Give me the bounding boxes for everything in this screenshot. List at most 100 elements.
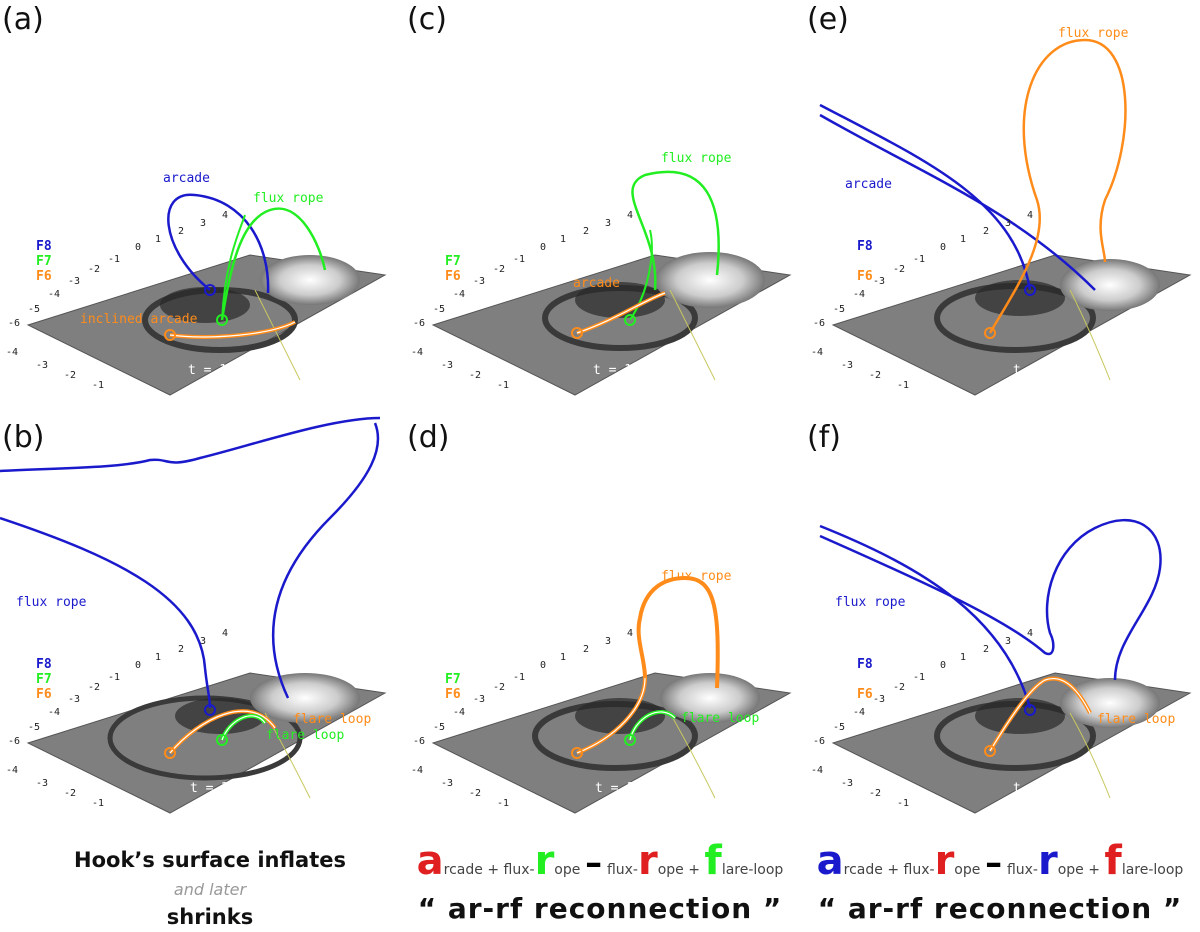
svg-text:-4: -4 — [811, 347, 823, 358]
svg-text:-3: -3 — [841, 778, 853, 789]
svg-text:-3: -3 — [441, 360, 453, 371]
label-flare-loop: flare loop — [1097, 712, 1175, 727]
time-label: t = 178 tA — [593, 363, 671, 378]
svg-text:-1: -1 — [513, 254, 525, 265]
dark-ring — [107, 695, 303, 781]
svg-text:-1: -1 — [513, 672, 525, 683]
svg-text:-4: -4 — [811, 765, 823, 776]
panel-d: (d) flux rope flare loop F7 F6 t = 180 t… — [405, 418, 805, 833]
svg-text:-4: -4 — [453, 289, 465, 300]
equation-right: arcade + flux-rope – flux-rope + flare-l… — [816, 838, 1184, 884]
footpoint-F7 — [624, 314, 636, 326]
negative-polarity — [160, 287, 250, 323]
svg-text:4: 4 — [1027, 628, 1033, 639]
panel-label: (b) — [2, 420, 45, 455]
legend-F6: F6 — [445, 687, 461, 702]
label-flux-rope: flux rope — [1058, 26, 1129, 41]
y-axis-ticks: -6 -5 -4 -3 -2 -1 0 1 2 3 4 — [8, 628, 228, 747]
label-flux-rope: flux rope — [661, 569, 732, 584]
footpoint-F8 — [204, 704, 216, 716]
svg-text:-2: -2 — [469, 788, 481, 799]
caption-left: Hook’s surface inflates and later shrink… — [60, 848, 360, 929]
label-flux-rope: flux rope — [835, 595, 906, 610]
svg-text:3: 3 — [1005, 218, 1011, 229]
caption-left-line2: and later — [173, 880, 247, 899]
y-axis-ticks: -6 -5 -4 -3 -2 -1 0 1 2 3 4 — [813, 628, 1033, 747]
label-flare-loop-orange: flare loop — [293, 712, 371, 727]
footpoint-F7 — [216, 314, 228, 326]
svg-text:4: 4 — [222, 628, 228, 639]
footpoint-F6 — [571, 327, 583, 339]
footpoint-F8 — [204, 284, 216, 296]
legend-F7: F7 — [36, 672, 52, 687]
flux-rope-line — [988, 38, 1127, 334]
footpoint-F7 — [216, 734, 228, 746]
x-axis-ticks: -4 -3 -2 -1 — [811, 347, 909, 391]
pil-line — [669, 712, 716, 799]
svg-text:-6: -6 — [813, 318, 825, 329]
title-middle: “ ar-rf reconnection ” — [417, 892, 783, 925]
svg-text:1: 1 — [560, 652, 566, 663]
svg-text:0: 0 — [940, 660, 946, 671]
svg-text:-3: -3 — [36, 360, 48, 371]
svg-text:-5: -5 — [833, 722, 845, 733]
svg-text:-1: -1 — [897, 380, 909, 391]
svg-text:-2: -2 — [88, 264, 100, 275]
x-axis-ticks: -4 -3 -2 -1 — [811, 765, 909, 809]
time-label: t = 214 tA — [1013, 363, 1091, 378]
svg-text:-4: -4 — [411, 347, 423, 358]
equation-middle: arcade + flux-rope – flux-rope + flare-l… — [416, 838, 784, 884]
caption-left-line1: Hook’s surface inflates — [74, 848, 346, 872]
svg-text:-3: -3 — [68, 694, 80, 705]
positive-polarity — [250, 673, 360, 723]
svg-text:-4: -4 — [411, 765, 423, 776]
svg-text:-3: -3 — [441, 778, 453, 789]
x-axis-ticks: -4 -3 -2 -1 — [6, 347, 104, 391]
svg-text:-3: -3 — [873, 276, 885, 287]
svg-text:-2: -2 — [893, 264, 905, 275]
flux-rope-line — [0, 516, 212, 709]
flux-rope-line-2 — [271, 422, 380, 699]
time-label: t = 216 tA — [1013, 781, 1091, 796]
label-flux-rope: flux rope — [253, 191, 324, 206]
panel-f: (f) flux rope flare loop F8 F6 t = 216 t… — [805, 418, 1200, 833]
svg-text:-5: -5 — [28, 304, 40, 315]
svg-text:-1: -1 — [913, 254, 925, 265]
x-axis-ticks: -4 -3 -2 -1 — [6, 765, 104, 809]
y-axis-ticks: -6 -5 -4 -3 -2 -1 0 1 2 3 4 — [413, 210, 633, 329]
svg-text:0: 0 — [540, 242, 546, 253]
footpoint-F6 — [984, 327, 996, 339]
positive-polarity — [260, 255, 360, 305]
svg-text:-1: -1 — [92, 798, 104, 809]
footpoint-F6 — [571, 747, 583, 759]
negative-polarity — [975, 698, 1065, 734]
footpoint-F6 — [984, 745, 996, 757]
legend-F8: F8 — [857, 657, 873, 672]
label-flux-rope: flux rope — [661, 151, 732, 166]
svg-text:-6: -6 — [813, 736, 825, 747]
pil-line — [669, 289, 716, 381]
svg-text:-4: -4 — [453, 707, 465, 718]
panel-label: (f) — [807, 420, 841, 455]
label-inclined-arcade: inclined arcade — [80, 312, 198, 327]
svg-text:0: 0 — [135, 660, 141, 671]
svg-text:-2: -2 — [869, 788, 881, 799]
svg-text:0: 0 — [135, 242, 141, 253]
legend-F6: F6 — [36, 269, 52, 284]
positive-polarity — [660, 673, 760, 723]
svg-text:1: 1 — [960, 234, 966, 245]
svg-text:3: 3 — [1005, 636, 1011, 647]
svg-text:-6: -6 — [8, 318, 20, 329]
svg-text:4: 4 — [627, 628, 633, 639]
panel-c: (c) flux rope arcade F7 F6 t = 178 tA -6… — [405, 0, 805, 415]
positive-polarity — [1060, 678, 1160, 728]
footpoint-F7 — [624, 734, 636, 746]
panel-e: (e) flux rope arcade F8 F6 t = 214 tA -6… — [805, 0, 1200, 415]
time-label: t = 164 tA — [188, 363, 266, 378]
panel-c-plot: flux rope arcade F7 F6 t = 178 tA -6 -5 … — [411, 151, 792, 396]
svg-text:2: 2 — [983, 644, 989, 655]
legend-F8: F8 — [36, 657, 52, 672]
svg-text:-1: -1 — [913, 672, 925, 683]
svg-text:1: 1 — [560, 234, 566, 245]
legend-F6: F6 — [445, 269, 461, 284]
